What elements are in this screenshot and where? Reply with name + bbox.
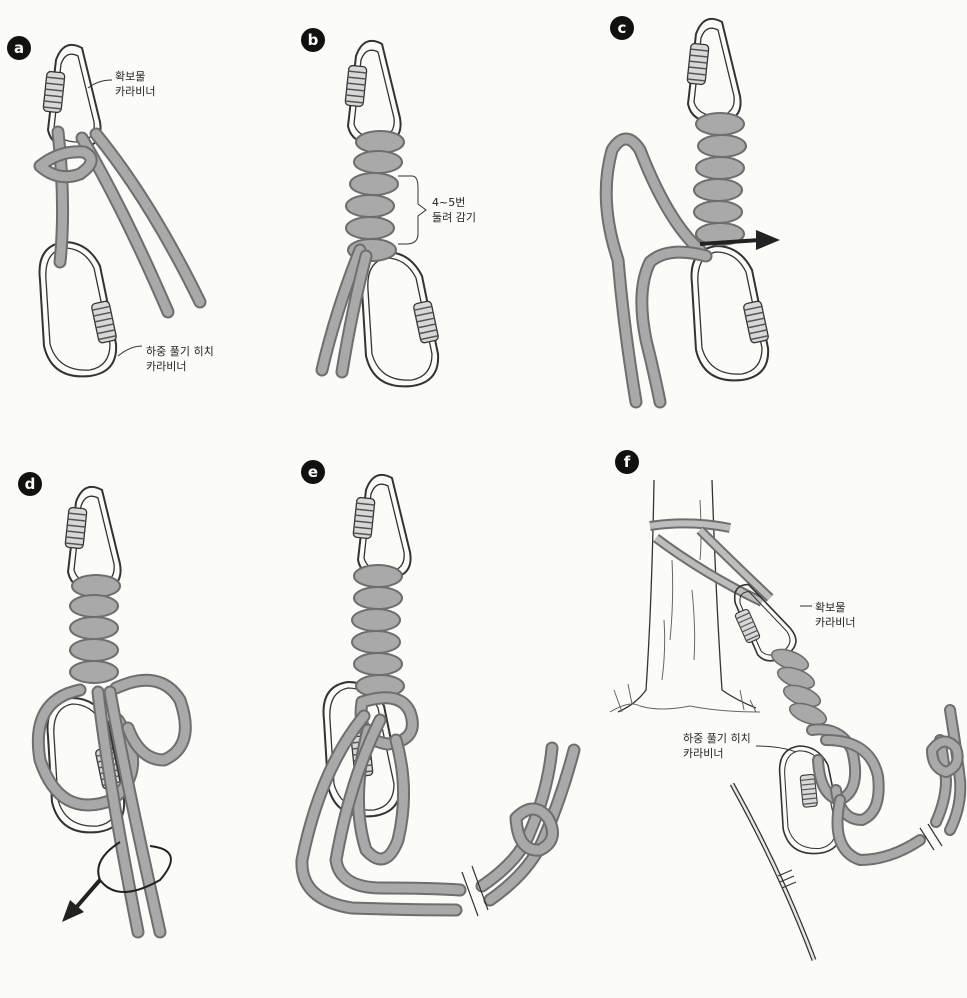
panel-c-badge: c [610, 16, 634, 40]
hitch-carabiner [362, 252, 439, 386]
leader-line [118, 346, 142, 356]
rope-wraps [70, 575, 120, 683]
tree [610, 480, 760, 712]
rope-wraps [346, 131, 404, 261]
sling [650, 523, 770, 602]
load-line [732, 784, 814, 960]
rope [40, 132, 200, 312]
caption-hitch-carabiner: 하중 풀기 히치 카라비너 [146, 344, 217, 373]
panel-c: c [606, 16, 780, 402]
hitch-carabiner [40, 242, 117, 376]
caption-anchor-carabiner: 확보물 카라비너 [115, 70, 155, 98]
panel-f-badge: f [615, 450, 639, 474]
rope [302, 698, 574, 910]
svg-text:a: a [14, 39, 24, 57]
bracket [398, 176, 426, 244]
hitch-carabiner [692, 246, 769, 380]
panel-e-badge: e [301, 460, 325, 484]
rope [322, 250, 366, 372]
panel-d: d [18, 472, 185, 932]
panel-b-badge: b [301, 28, 325, 52]
svg-text:c: c [618, 19, 627, 37]
panel-d-badge: d [18, 472, 42, 496]
svg-text:d: d [25, 475, 36, 493]
rope-wraps [769, 645, 829, 729]
svg-text:b: b [308, 31, 319, 49]
anchor-carabiner [353, 475, 411, 578]
rope [812, 710, 960, 860]
anchor-carabiner [345, 41, 401, 144]
panel-a: a 확보물 카라비너 하중 풀기 히치 카라비너 [7, 36, 217, 376]
rope-wraps [694, 113, 746, 245]
panel-e: e [301, 460, 574, 916]
caption-hitch-carabiner: 하중 풀기 히치 카라비너 [683, 731, 754, 760]
panel-f: f [610, 450, 960, 960]
svg-text:f: f [624, 453, 631, 471]
panel-a-badge: a [7, 36, 31, 60]
svg-text:e: e [308, 463, 318, 481]
panel-b: b 4~5번 둘려 감기 [301, 28, 476, 386]
caption-anchor-carabiner: 확보물 카라비너 [815, 601, 855, 629]
rope-wraps [352, 565, 404, 697]
caption-wraps: 4~5번 둘려 감기 [432, 196, 476, 224]
anchor-carabiner [687, 19, 741, 122]
